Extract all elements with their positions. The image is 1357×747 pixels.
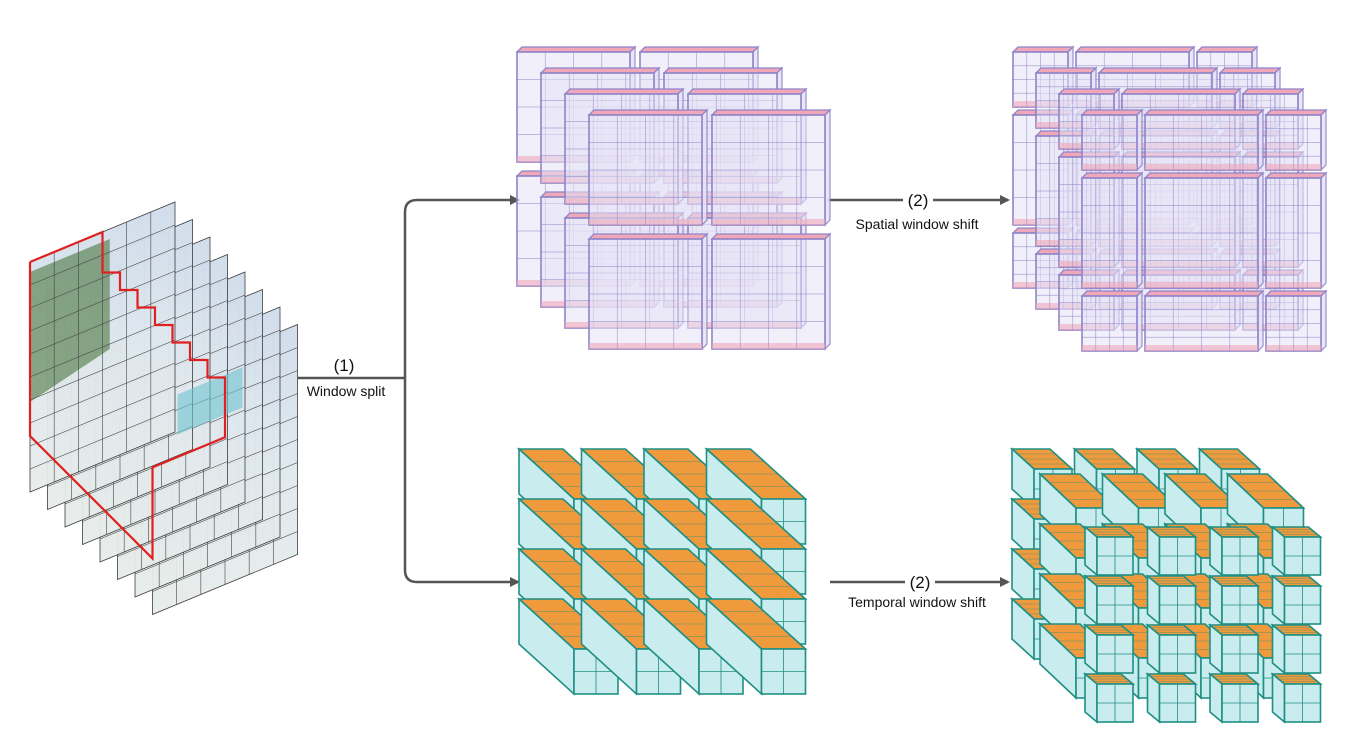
temporal-window-box: [1207, 672, 1261, 724]
video-frame-stack: [28, 201, 298, 616]
step2-temporal-text: Temporal window shift: [848, 594, 986, 610]
temporal-window-box: [1145, 623, 1198, 675]
step1-text: Window split: [307, 383, 386, 399]
front-frame-scene: [177, 367, 243, 435]
split-arrows: [298, 200, 1008, 582]
step2-temporal-number: (2): [910, 573, 931, 592]
spatial-window-box: [1080, 108, 1144, 172]
spatial-window-box: [1143, 108, 1265, 172]
temporal-window-box: [1270, 525, 1323, 577]
temporal-window-box: [1207, 525, 1261, 577]
spatial-window-split-grid: [515, 45, 832, 351]
temporal-window-box: [1145, 574, 1198, 626]
labels: (1) Window split (2) Spatial window shif…: [307, 191, 986, 610]
temporal-window-box: [1270, 672, 1323, 724]
temporal-window-box: [1270, 623, 1323, 675]
step2-spatial-text: Spatial window shift: [856, 216, 979, 232]
spatial-window-box: [1264, 108, 1328, 172]
step2-spatial-number: (2): [908, 191, 929, 210]
spatial-window-box: [1143, 171, 1265, 290]
highlight-window-outline: [28, 230, 227, 562]
temporal-window-split-grid: [516, 447, 808, 696]
temporal-window-box: [704, 597, 808, 696]
temporal-window-box: [1082, 672, 1136, 724]
spatial-window-shift-grid: [1011, 45, 1328, 353]
temporal-window-box: [1270, 574, 1323, 626]
spatial-window-box: [1080, 289, 1144, 353]
step1-number: (1): [334, 356, 355, 375]
spatial-window-box: [1143, 289, 1265, 353]
spatial-window-box: [587, 232, 709, 351]
spatial-window-box: [587, 108, 709, 227]
spatial-window-box: [1264, 289, 1328, 353]
spatial-window-box: [710, 108, 832, 227]
temporal-window-box: [1082, 623, 1136, 675]
spatial-window-box: [1264, 171, 1328, 290]
video-frame: [29, 201, 176, 493]
temporal-window-box: [1145, 672, 1198, 724]
temporal-window-shift-grid: [1009, 447, 1323, 724]
split-arrow-up: [403, 195, 520, 378]
temporal-window-box: [1207, 574, 1261, 626]
spatial-window-box: [1080, 171, 1144, 290]
spatial-window-box: [710, 232, 832, 351]
temporal-window-box: [1207, 623, 1261, 675]
temporal-window-box: [1082, 574, 1136, 626]
split-arrow-down: [403, 378, 520, 587]
temporal-window-box: [1082, 525, 1136, 577]
temporal-window-box: [1145, 525, 1198, 577]
